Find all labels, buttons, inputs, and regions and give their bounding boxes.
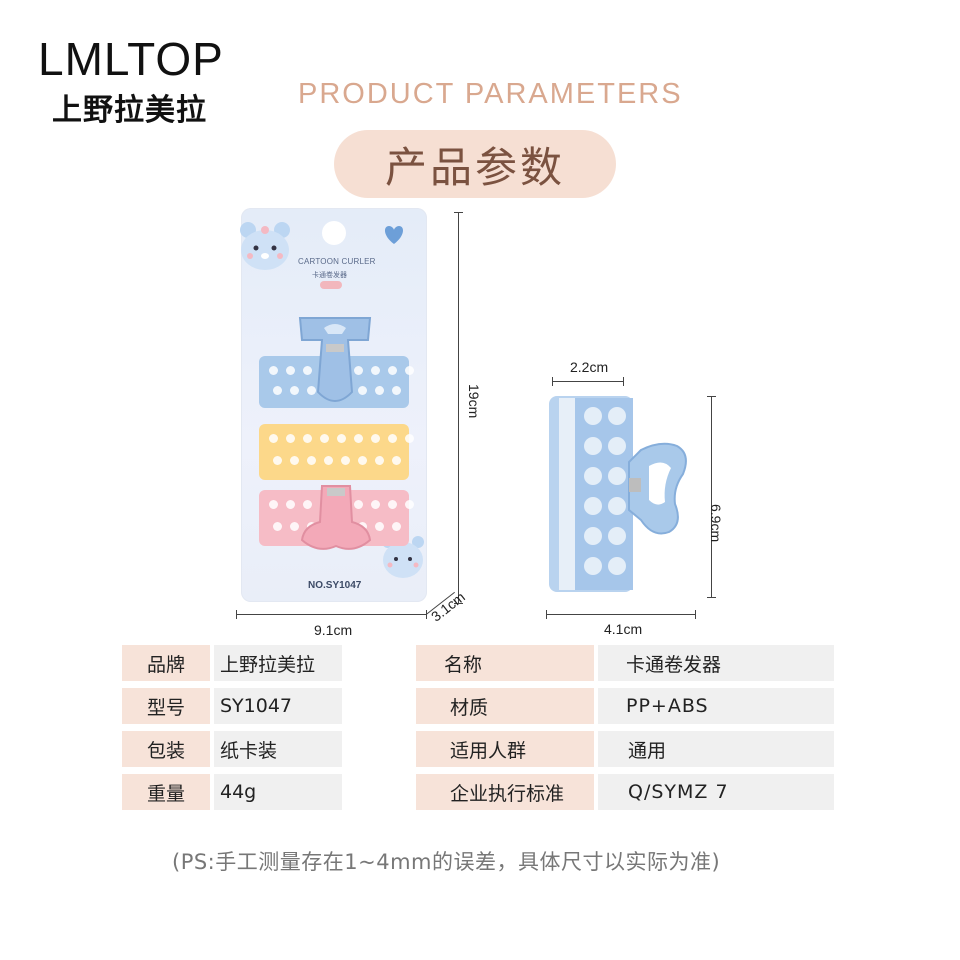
spec-value: 44g (214, 774, 342, 810)
brand-logo-en: LMLTOP (38, 33, 224, 85)
dim-line-curler-diameter (552, 381, 624, 382)
dim-tick (552, 377, 553, 386)
spec-row-weight: 重量 44g (122, 774, 342, 810)
dim-line-curler-width (546, 614, 696, 615)
dim-tick (454, 603, 463, 604)
spec-row-packaging: 包装 纸卡装 (122, 731, 342, 767)
clip-blue (298, 317, 372, 402)
spec-row-brand: 品牌 上野拉美拉 (122, 645, 342, 681)
clip-pink (300, 485, 372, 550)
package-subtitle: 卡通卷发器 (312, 271, 347, 279)
dim-tick (546, 610, 547, 619)
spec-value: PP+ABS (598, 688, 834, 724)
spec-row-material: 材质 PP+ABS (416, 688, 834, 724)
dim-line-package-height (458, 212, 459, 604)
section-heading-cn: 产品参数 (334, 130, 616, 198)
curler-single (549, 396, 687, 592)
dim-curler-height: 6.9cm (708, 504, 724, 543)
spec-value: Q/SYMZ 7 (598, 774, 834, 810)
spec-label: 材质 (416, 688, 594, 724)
dim-tick (707, 396, 716, 397)
spec-row-audience: 适用人群 通用 (416, 731, 834, 767)
section-heading-en: PRODUCT PARAMETERS (298, 78, 683, 110)
dim-tick (623, 377, 624, 386)
spec-label: 企业执行标准 (416, 774, 594, 810)
spec-value: SY1047 (214, 688, 342, 724)
spec-value: 卡通卷发器 (598, 645, 834, 681)
spec-value: 通用 (598, 731, 834, 767)
dim-tick (695, 610, 696, 619)
bear-face-icon (240, 222, 290, 270)
measurement-note: (PS:手工测量存在1~4mm的误差，具体尺寸以实际为准) (172, 850, 721, 874)
spec-row-standard: 企业执行标准 Q/SYMZ 7 (416, 774, 834, 810)
brand-logo-cn: 上野拉美拉 (52, 93, 207, 128)
dim-tick (454, 212, 463, 213)
spec-label: 包装 (122, 731, 210, 767)
package-model-label: NO.SY1047 (308, 580, 362, 591)
dim-tick (707, 597, 716, 598)
heart-icon (384, 226, 404, 244)
dim-package-height: 19cm (466, 384, 482, 419)
package-tag (320, 281, 342, 289)
dim-line-package-width (236, 614, 427, 615)
spec-value: 上野拉美拉 (214, 645, 342, 681)
dim-package-depth: 3.1cm (428, 588, 468, 625)
spec-label: 型号 (122, 688, 210, 724)
curler-yellow (259, 424, 414, 480)
package-title: CARTOON CURLER (298, 257, 376, 266)
dim-curler-width: 4.1cm (604, 621, 643, 637)
spec-label: 品牌 (122, 645, 210, 681)
hang-hole (322, 221, 346, 245)
dim-package-width: 9.1cm (314, 622, 353, 638)
spec-value: 纸卡装 (214, 731, 342, 767)
spec-label: 重量 (122, 774, 210, 810)
spec-label: 适用人群 (416, 731, 594, 767)
dim-line-curler-height (711, 396, 712, 598)
spec-row-model: 型号 SY1047 (122, 688, 342, 724)
spec-row-name: 名称 卡通卷发器 (416, 645, 834, 681)
dim-curler-diameter: 2.2cm (570, 359, 609, 375)
dim-tick (236, 610, 237, 619)
bear-face-icon-bottom (382, 536, 424, 578)
spec-label: 名称 (416, 645, 594, 681)
